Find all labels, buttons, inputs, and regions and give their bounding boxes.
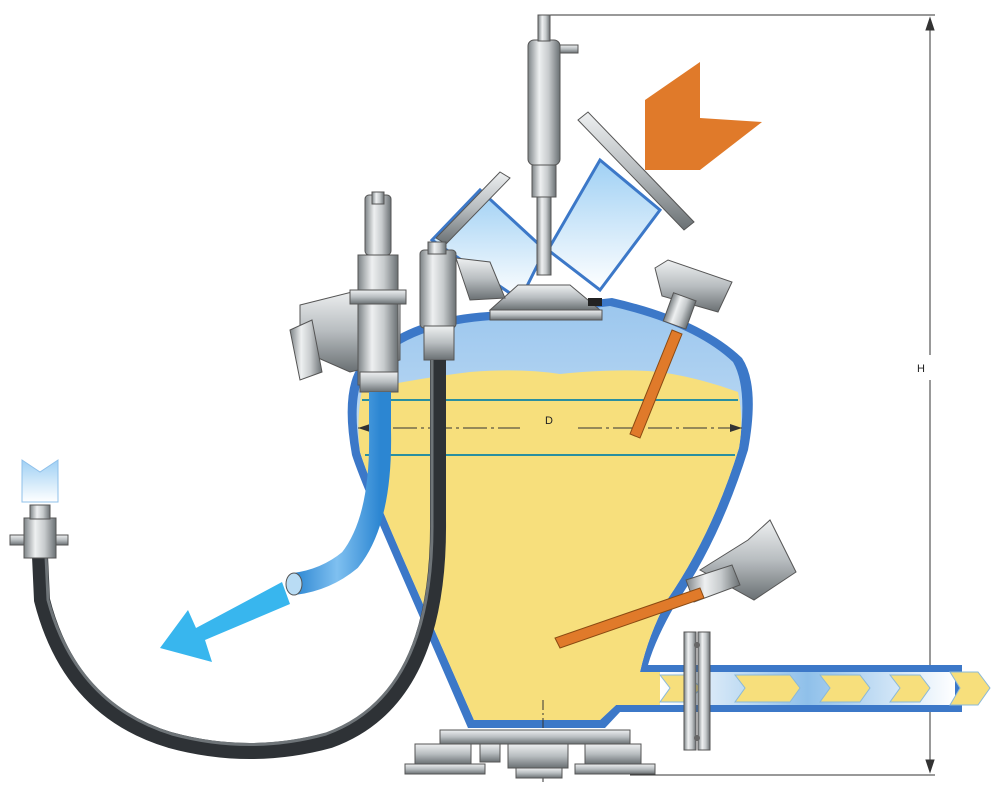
valve-stem: [536, 194, 552, 276]
actuator-cylinder: [527, 39, 561, 166]
discharge-flange: [683, 631, 711, 751]
height-arrow-down: [925, 759, 935, 774]
flow-chevron-icon: [888, 674, 931, 703]
probe-gland: [662, 292, 697, 330]
flow-chevron-arrow-icon: [949, 671, 991, 706]
level-probe-lower: [554, 519, 797, 649]
blue-chevron-icon: [21, 459, 59, 503]
left-valve-cluster: [289, 191, 506, 393]
inlet-branch-right: [546, 157, 663, 293]
flow-chevron-icon: [818, 674, 871, 703]
level-probe-upper: [629, 259, 733, 439]
inlet-flange-right: [577, 111, 695, 231]
vent-hose-blue: [292, 392, 392, 595]
air-valve-body: [419, 249, 457, 329]
air-inlet-fitting: [9, 459, 69, 559]
diameter-label: D: [545, 415, 553, 427]
blue-arrow-icon: [160, 582, 290, 662]
valve-seal: [588, 298, 602, 306]
actuator-coupling: [531, 164, 557, 198]
air-supply-hose-highlight: [44, 360, 434, 746]
vent-valve-cap: [289, 319, 323, 381]
height-arrow-up: [925, 16, 935, 31]
orange-chevron-arrow-icon: [645, 62, 762, 170]
vent-hose-end: [285, 572, 303, 596]
air-valve-top-fitting: [427, 241, 447, 255]
vent-valve-top-fitting: [371, 191, 385, 205]
actuator-top-fitting: [537, 14, 551, 42]
air-inlet-body: [23, 517, 57, 559]
vent-valve-outlet: [359, 371, 399, 393]
vessel-base: [404, 729, 656, 779]
product-bulk: [358, 370, 742, 720]
probe-rod: [629, 329, 683, 439]
probe-rod: [554, 587, 705, 649]
flow-chevron-icon: [733, 674, 801, 703]
vent-valve-flange: [349, 289, 407, 305]
air-supply-hose: [32, 360, 447, 759]
diameter-arrow-left: [358, 424, 370, 432]
vent-valve-stack: [357, 254, 399, 386]
air-valve-outlet: [423, 325, 455, 361]
valve-seat: [489, 309, 603, 321]
height-label: H: [917, 363, 925, 375]
diameter-arrow-right: [730, 424, 742, 432]
actuator-air-port: [559, 44, 579, 54]
air-inlet-nut: [29, 504, 51, 520]
air-valve-connector: [455, 257, 506, 301]
